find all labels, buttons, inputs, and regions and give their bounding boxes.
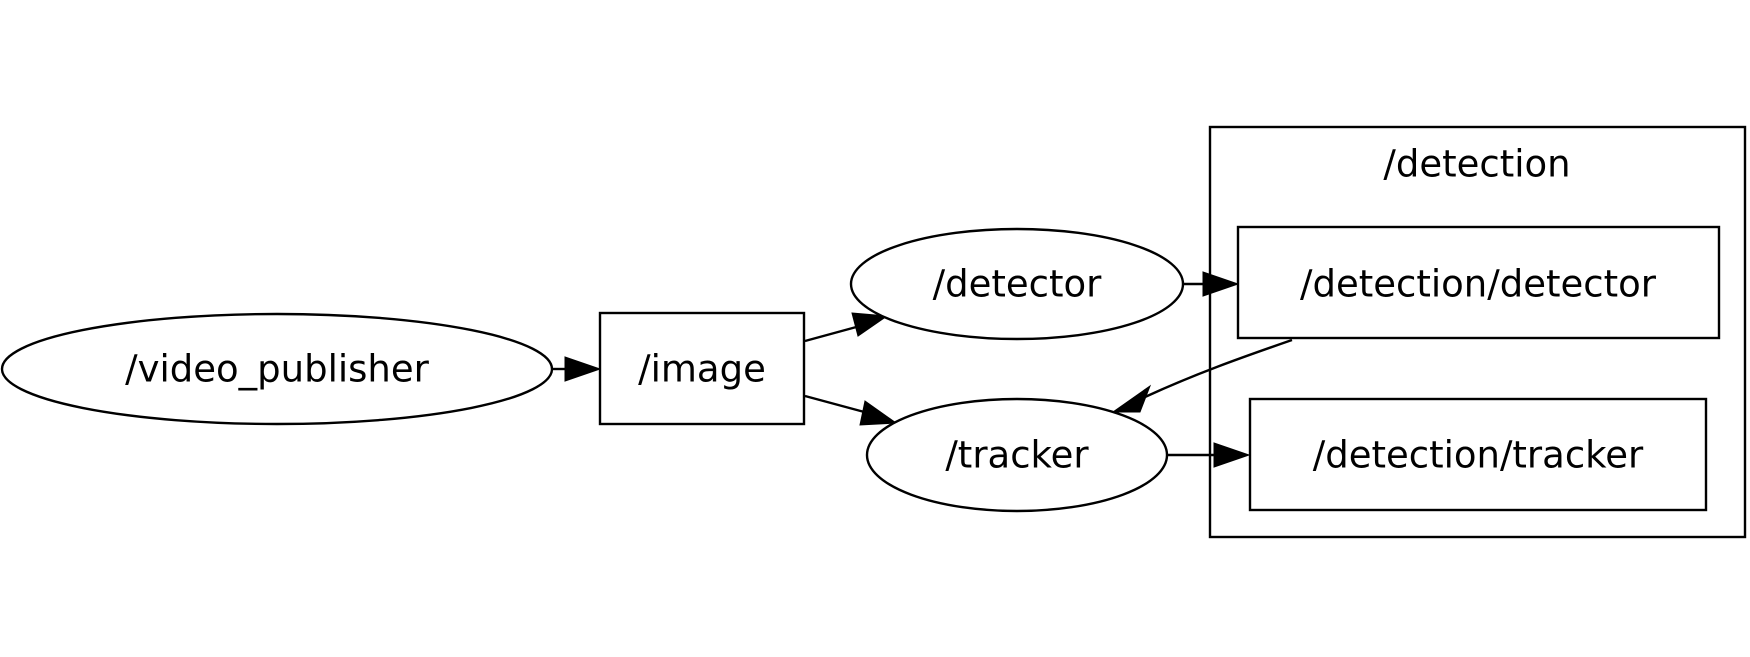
node-detection-tracker-label: /detection/tracker xyxy=(1313,434,1644,477)
node-detection-detector-label: /detection/detector xyxy=(1300,263,1657,306)
edge-image-to-tracker xyxy=(804,394,898,426)
edge-tracker-to-detection-tracker xyxy=(1167,442,1251,468)
arrowhead xyxy=(859,400,898,426)
node-image-label: /image xyxy=(638,348,766,391)
node-video-publisher[interactable]: /video_publisher xyxy=(0,312,554,426)
node-detection-detector[interactable]: /detection/detector xyxy=(1236,225,1721,340)
node-image[interactable]: /image xyxy=(598,311,806,426)
arrowhead xyxy=(1202,271,1240,297)
node-detector-label: /detector xyxy=(933,263,1102,306)
edge-detector-to-detection-detector xyxy=(1183,271,1240,297)
node-tracker-label: /tracker xyxy=(945,434,1089,477)
node-detector[interactable]: /detector xyxy=(849,227,1185,341)
cluster-detection-border xyxy=(1208,125,1747,539)
arrowhead xyxy=(1111,384,1152,413)
node-tracker[interactable]: /tracker xyxy=(865,397,1169,513)
node-detection-tracker[interactable]: /detection/tracker xyxy=(1248,397,1708,512)
node-video-publisher-label: /video_publisher xyxy=(125,348,430,391)
arrowhead xyxy=(564,356,602,382)
cluster-detection-label: /detection xyxy=(1383,143,1570,186)
arrowhead xyxy=(851,312,889,337)
edge-detection-detector-to-tracker xyxy=(1111,338,1293,413)
arrowhead xyxy=(1213,442,1251,468)
edge-image-to-detector xyxy=(804,312,889,343)
edge-video-publisher-to-image xyxy=(552,356,602,382)
cluster-detection: /detection xyxy=(1208,125,1747,539)
